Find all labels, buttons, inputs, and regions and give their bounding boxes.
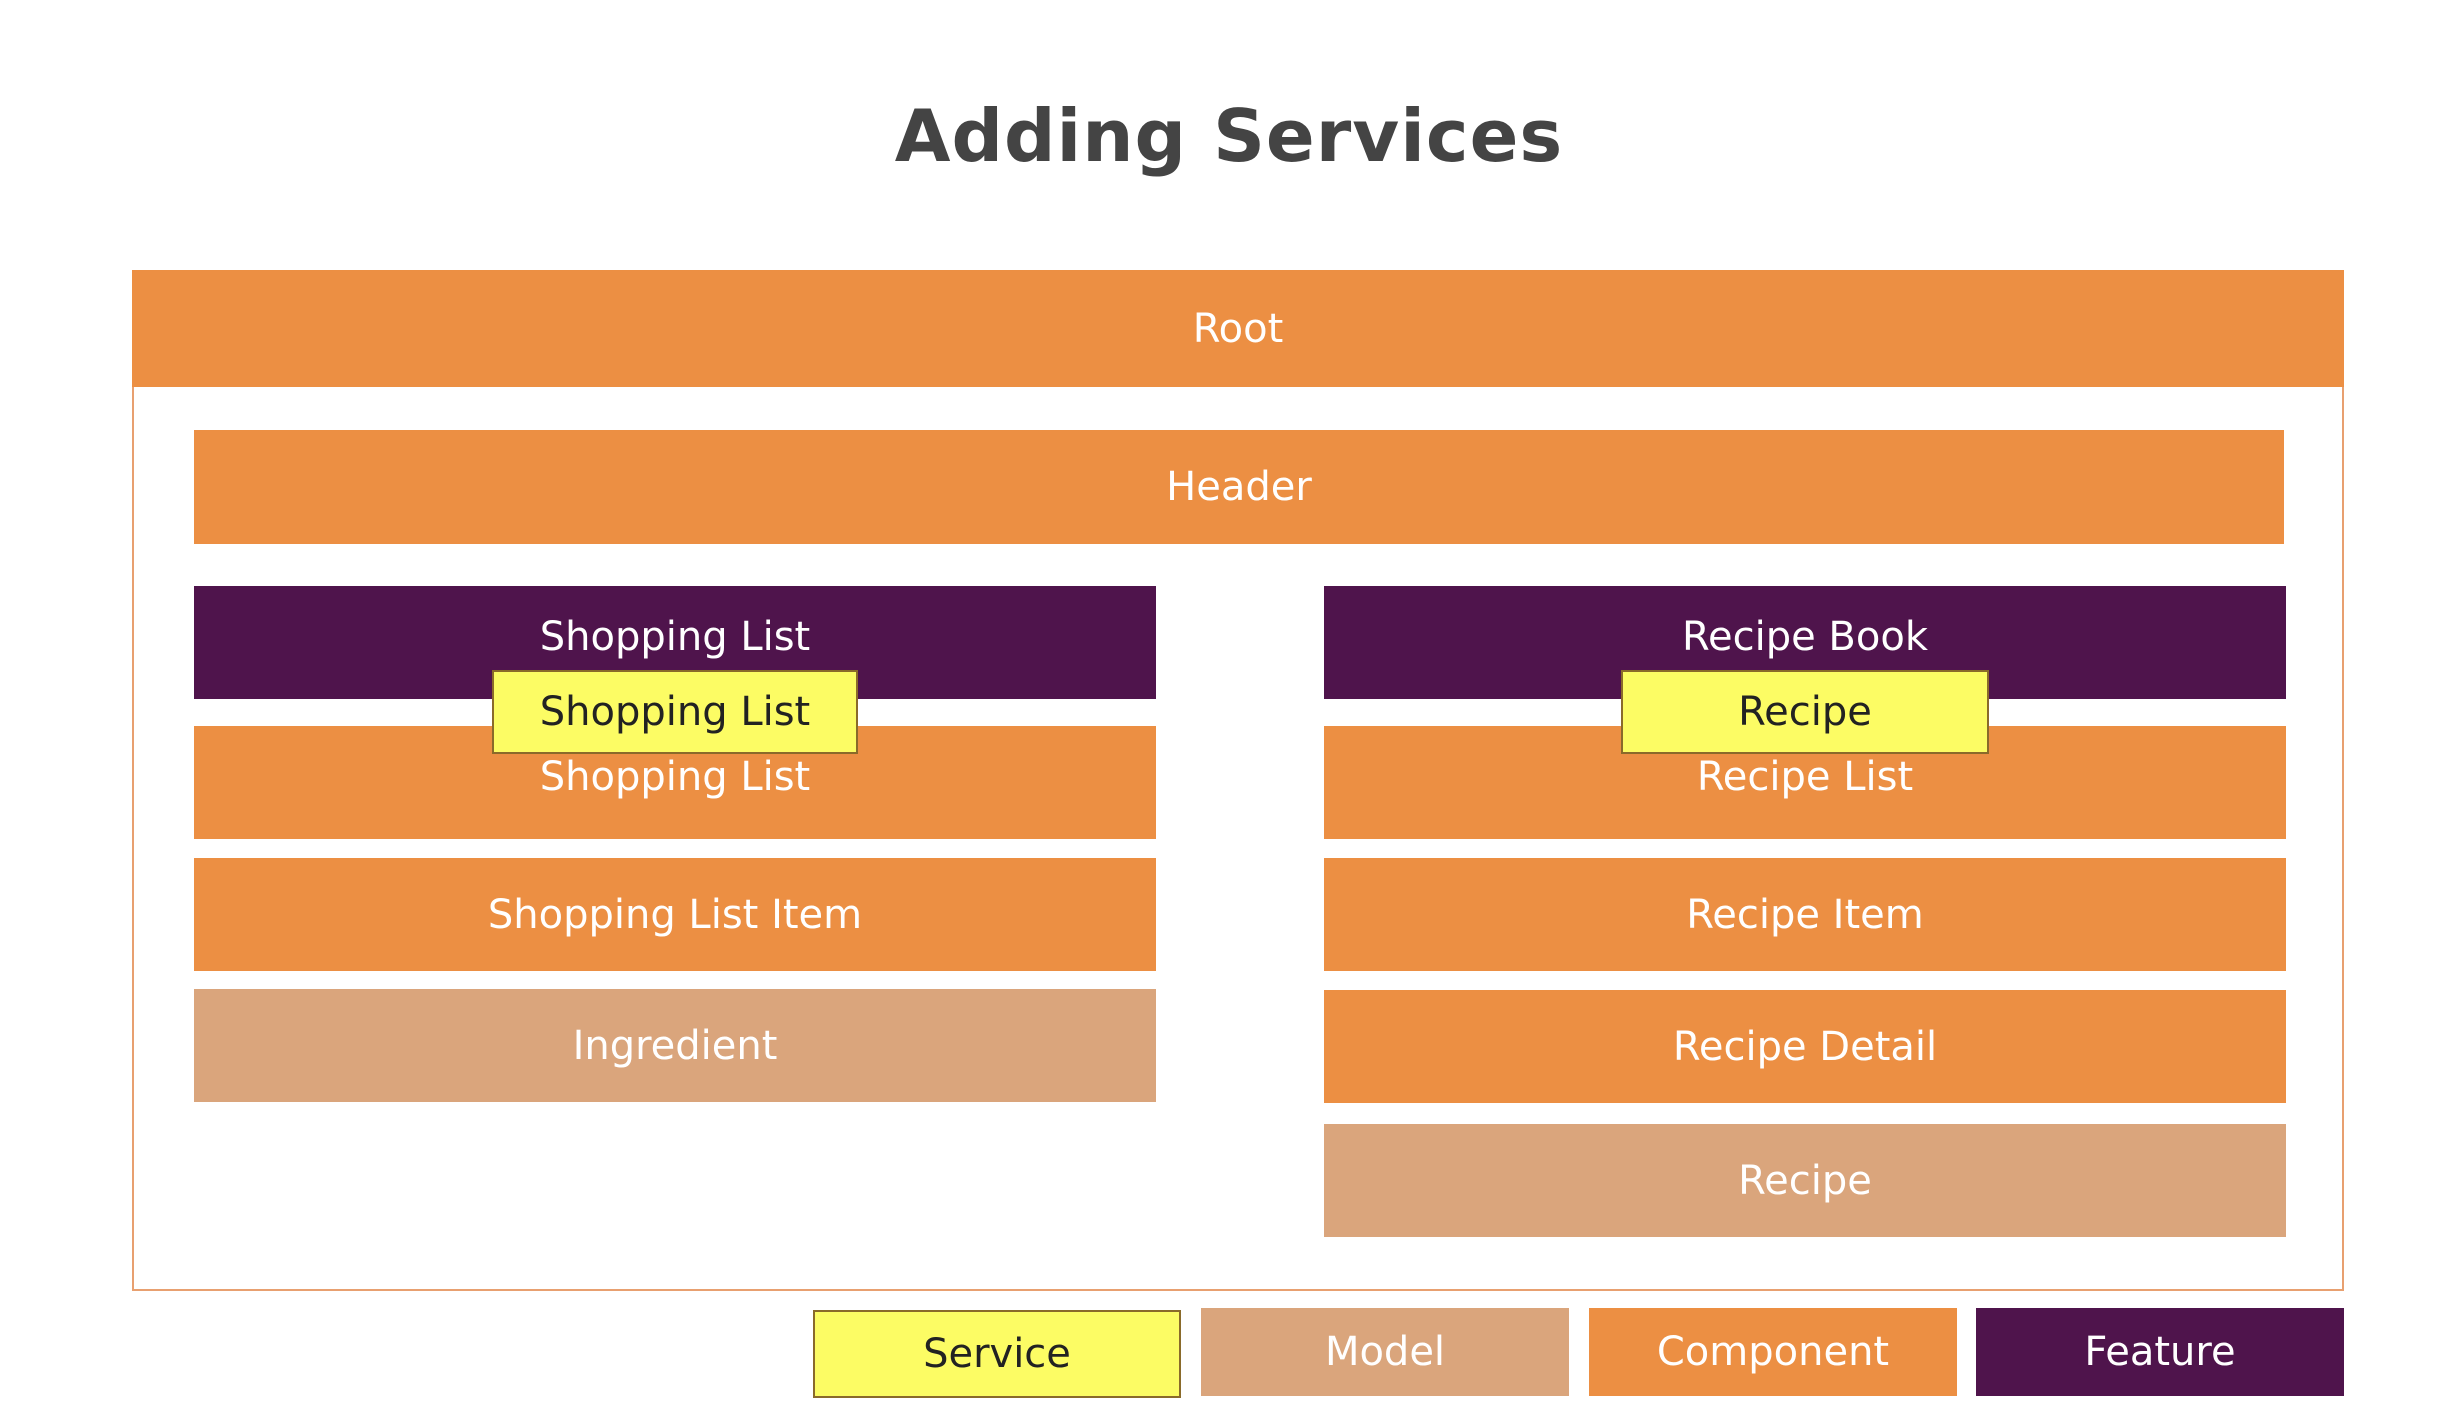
recipe-item-component: Recipe Item	[1324, 858, 2286, 971]
shopping-list-item-component: Shopping List Item	[194, 858, 1156, 971]
recipe-service: Recipe	[1621, 670, 1989, 754]
diagram-title: Adding Services	[894, 94, 1564, 178]
legend-feature: Feature	[1976, 1308, 2344, 1396]
header-component: Header	[194, 430, 2284, 544]
ingredient-model: Ingredient	[194, 989, 1156, 1102]
legend-component: Component	[1589, 1308, 1957, 1396]
root-component: Root	[132, 270, 2344, 387]
recipe-book-feature: Recipe Book	[1324, 586, 2286, 699]
shopping-list-service: Shopping List	[492, 670, 858, 754]
legend-model: Model	[1201, 1308, 1569, 1396]
legend-service: Service	[813, 1310, 1181, 1398]
recipe-model: Recipe	[1324, 1124, 2286, 1237]
recipe-detail-component: Recipe Detail	[1324, 990, 2286, 1103]
